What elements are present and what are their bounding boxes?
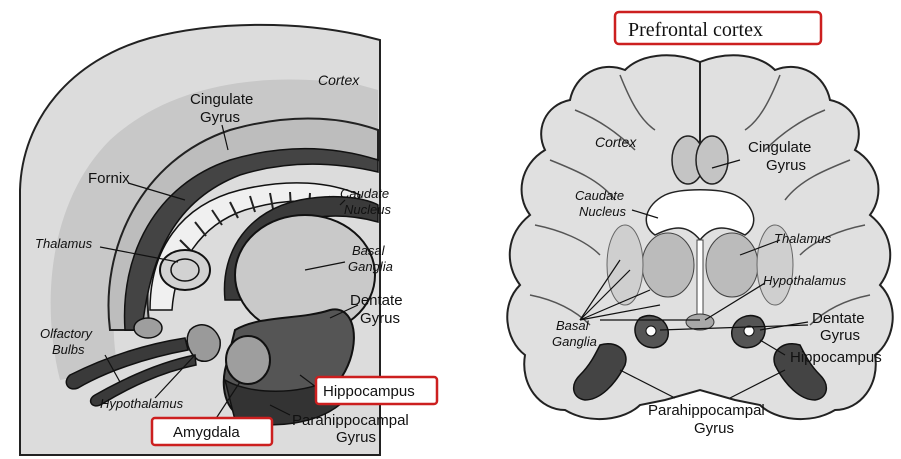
amygdala-shape bbox=[226, 336, 270, 384]
label-dentate-left-1: Dentate bbox=[350, 292, 403, 309]
coronal-brain-diagram: Prefrontal cortex Cortex Cingulate Gyrus… bbox=[507, 12, 892, 437]
dentate-left-shape bbox=[646, 326, 656, 336]
label-hypothalamus-right: Hypothalamus bbox=[763, 273, 847, 288]
label-cingulate-left-2: Gyrus bbox=[200, 109, 240, 126]
label-parahippocampal-right-2: Gyrus bbox=[694, 420, 734, 437]
label-parahippocampal-left-2: Gyrus bbox=[336, 429, 376, 446]
label-dentate-left-2: Gyrus bbox=[360, 310, 400, 327]
label-hypothalamus-left: Hypothalamus bbox=[100, 396, 184, 411]
cingulate-gyrus-right-shape bbox=[696, 136, 728, 184]
label-parahippocampal-left-1: Parahippocampal bbox=[292, 412, 409, 429]
label-thalamus-left: Thalamus bbox=[35, 236, 93, 251]
label-cingulate-left-1: Cingulate bbox=[190, 91, 253, 108]
label-fornix-left: Fornix bbox=[88, 170, 130, 187]
label-hippocampus-right: Hippocampus bbox=[790, 349, 882, 366]
label-olfactory-left-2: Bulbs bbox=[52, 342, 85, 357]
label-dentate-right-1: Dentate bbox=[812, 310, 865, 327]
label-cortex-left: Cortex bbox=[318, 72, 360, 88]
label-hippocampus-left: Hippocampus bbox=[323, 383, 415, 400]
label-amygdala-left: Amygdala bbox=[173, 424, 240, 441]
label-caudate-right-2: Nucleus bbox=[579, 204, 626, 219]
label-dentate-right-2: Gyrus bbox=[820, 327, 860, 344]
label-caudate-left-1: Caudate bbox=[340, 186, 389, 201]
lateral-ventricles-shape bbox=[646, 190, 753, 240]
label-caudate-right-1: Caudate bbox=[575, 188, 624, 203]
thalamus-right-shape bbox=[706, 233, 758, 297]
label-basal-right-1: Basal bbox=[556, 318, 590, 333]
label-basal-right-2: Ganglia bbox=[552, 334, 597, 349]
label-parahippocampal-right-1: Parahippocampal bbox=[648, 402, 765, 419]
label-thalamus-right: Thalamus bbox=[774, 231, 832, 246]
label-cortex-right: Cortex bbox=[595, 134, 637, 150]
label-basal-left-2: Ganglia bbox=[348, 259, 393, 274]
label-prefrontal-cortex: Prefrontal cortex bbox=[628, 19, 763, 41]
pons-shape bbox=[134, 318, 162, 338]
sagittal-brain-diagram: Cortex Cingulate Gyrus Fornix Caudate Nu… bbox=[20, 25, 437, 455]
label-cingulate-right-1: Cingulate bbox=[748, 139, 811, 156]
thalamus-shape bbox=[160, 250, 210, 290]
third-ventricle-shape bbox=[697, 240, 703, 320]
basal-ganglia-left-shape bbox=[607, 225, 643, 305]
label-basal-left-1: Basal bbox=[352, 243, 386, 258]
label-caudate-left-2: Nucleus bbox=[344, 202, 391, 217]
label-cingulate-right-2: Gyrus bbox=[766, 157, 806, 174]
thalamus-left-shape bbox=[642, 233, 694, 297]
label-olfactory-left-1: Olfactory bbox=[40, 326, 94, 341]
